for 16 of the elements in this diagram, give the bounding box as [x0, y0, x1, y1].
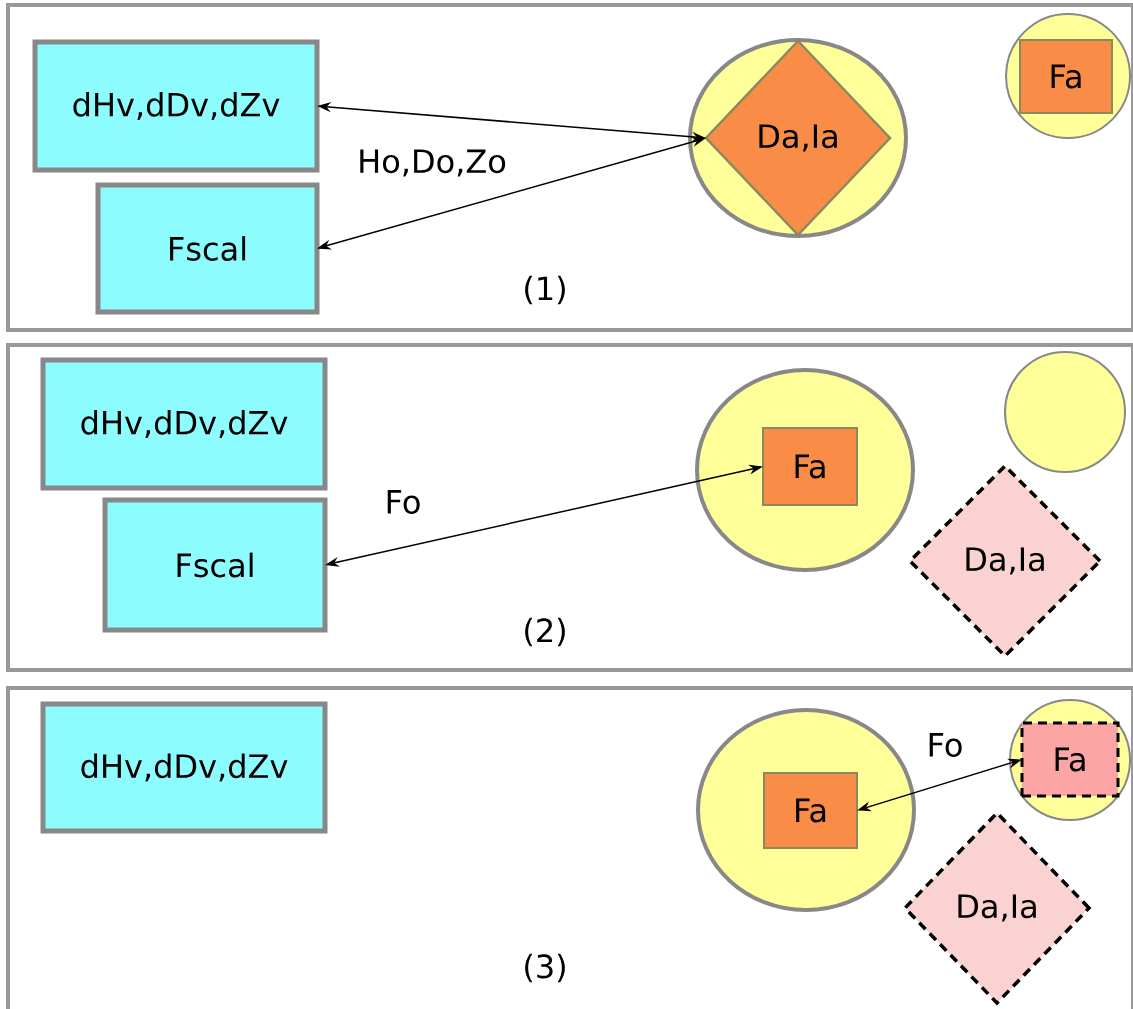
process-box: dHv,dDv,dZv	[40, 701, 328, 834]
panel-number: (2)	[525, 617, 565, 647]
panel-number: (1)	[525, 275, 565, 305]
edge-label: Fo	[383, 489, 423, 515]
process-box: Fscal	[102, 497, 328, 633]
process-box: Fscal	[95, 182, 320, 315]
process-box: Fa	[1019, 39, 1113, 114]
process-box: Fa	[763, 772, 858, 849]
circle	[1004, 351, 1126, 473]
process-box: Fa	[1020, 721, 1120, 798]
edge-label: Ho,Do,Zo	[356, 148, 508, 178]
process-box: dHv,dDv,dZv	[40, 357, 328, 491]
process-box: Fa	[762, 427, 858, 506]
process-box: dHv,dDv,dZv	[32, 39, 320, 173]
edge-label: Fo	[925, 732, 965, 758]
panel-number: (3)	[525, 953, 565, 983]
